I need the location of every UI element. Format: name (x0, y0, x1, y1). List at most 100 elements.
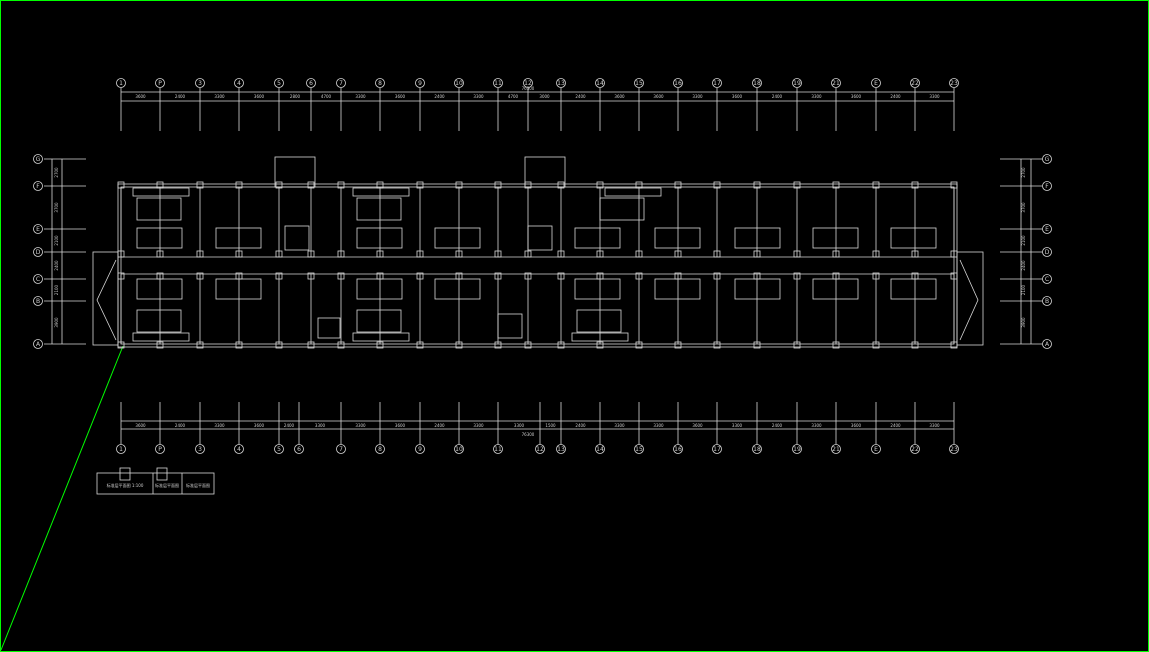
column (307, 181, 315, 189)
axis-label: D (36, 249, 41, 256)
axis-label: 17 (713, 446, 721, 453)
column (635, 250, 643, 258)
bathroom-block (136, 278, 183, 300)
column (596, 341, 604, 349)
stair-core (274, 156, 316, 188)
dimension-text: 3300 (355, 94, 366, 99)
dimension-text: 3600 (395, 94, 406, 99)
dimension-text: 3600 (395, 423, 406, 428)
axis-label: 8 (378, 80, 382, 87)
axis-label: 19 (793, 446, 801, 453)
column (950, 250, 958, 258)
axis-label: 5 (277, 446, 281, 453)
axis-label: 17 (713, 80, 721, 87)
axis-label: 7 (339, 446, 343, 453)
column (911, 341, 919, 349)
axis-label: E (36, 226, 40, 233)
column (196, 181, 204, 189)
bathroom-block (654, 278, 701, 300)
axis-label: 23 (950, 80, 958, 87)
column (674, 341, 682, 349)
axis-label: 7 (339, 80, 343, 87)
column (713, 181, 721, 189)
furniture-block (571, 332, 629, 342)
bathroom-block (356, 278, 403, 300)
axis-bubble (306, 78, 316, 88)
column (376, 341, 384, 349)
axis-bubble (556, 78, 566, 88)
column (235, 341, 243, 349)
axis-bubble (910, 444, 920, 454)
column (156, 250, 164, 258)
column (275, 250, 283, 258)
axis-bubble (712, 78, 722, 88)
bathroom-block (812, 278, 859, 300)
column (275, 181, 283, 189)
column (832, 341, 840, 349)
column (832, 181, 840, 189)
axis-label: 6 (309, 80, 313, 87)
column (196, 272, 204, 280)
axis-bubble (792, 78, 802, 88)
dimension-text: 3300 (929, 423, 940, 428)
bathroom-block (434, 278, 481, 300)
bed-block (356, 197, 402, 221)
axis-label: E (874, 80, 878, 87)
axis-bubble (33, 247, 43, 257)
axis-label: 13 (557, 80, 565, 87)
furniture-block (352, 332, 410, 342)
furniture-block (604, 187, 662, 197)
axis-bubble (116, 444, 126, 454)
dimension-text: 2700 (54, 167, 59, 178)
dimension-text: 1500 (545, 423, 556, 428)
title-block-frame (96, 472, 215, 495)
dimension-text: 3600 (851, 423, 862, 428)
axis-label: 11 (494, 446, 502, 453)
column (753, 341, 761, 349)
axis-bubble (195, 78, 205, 88)
dimension-text: 3300 (214, 423, 225, 428)
axis-label: P (158, 446, 162, 453)
column (872, 250, 880, 258)
title-text: 标准层平面图 (186, 482, 210, 488)
desk (497, 313, 523, 339)
column (557, 272, 565, 280)
axis-label: B (1045, 298, 1049, 305)
axis-bubble (415, 78, 425, 88)
column (793, 341, 801, 349)
axis-label: 12 (524, 80, 532, 87)
column (235, 250, 243, 258)
dimension-text: 3300 (929, 94, 940, 99)
bathroom-block (812, 227, 859, 249)
column (455, 341, 463, 349)
axis-label: 11 (494, 80, 502, 87)
column (911, 250, 919, 258)
dimension-text: 3600 (653, 94, 664, 99)
axis-label: 18 (753, 446, 761, 453)
bed-block (576, 309, 622, 333)
column (156, 341, 164, 349)
axis-bubble (949, 444, 959, 454)
bottom-axis-grid: 13600P2400333004360052400633007330083600… (116, 402, 959, 454)
column (196, 341, 204, 349)
axis-bubble (155, 444, 165, 454)
axis-label: 12 (536, 446, 544, 453)
dimension-text: 3600 (254, 94, 265, 99)
bed-block (136, 197, 182, 221)
axis-label: B (36, 298, 40, 305)
stair-arrow (96, 259, 117, 341)
column (117, 272, 125, 280)
column (557, 181, 565, 189)
axis-label: 22 (911, 80, 919, 87)
axis-bubble (336, 444, 346, 454)
column (117, 250, 125, 258)
dimension-text: 2400 (1021, 260, 1026, 271)
column (596, 181, 604, 189)
dimension-text: 3600 (851, 94, 862, 99)
axis-label: 3 (198, 80, 202, 87)
total-dimension: 76300 (522, 86, 535, 91)
column (307, 341, 315, 349)
axis-bubble (454, 78, 464, 88)
axis-bubble (33, 154, 43, 164)
